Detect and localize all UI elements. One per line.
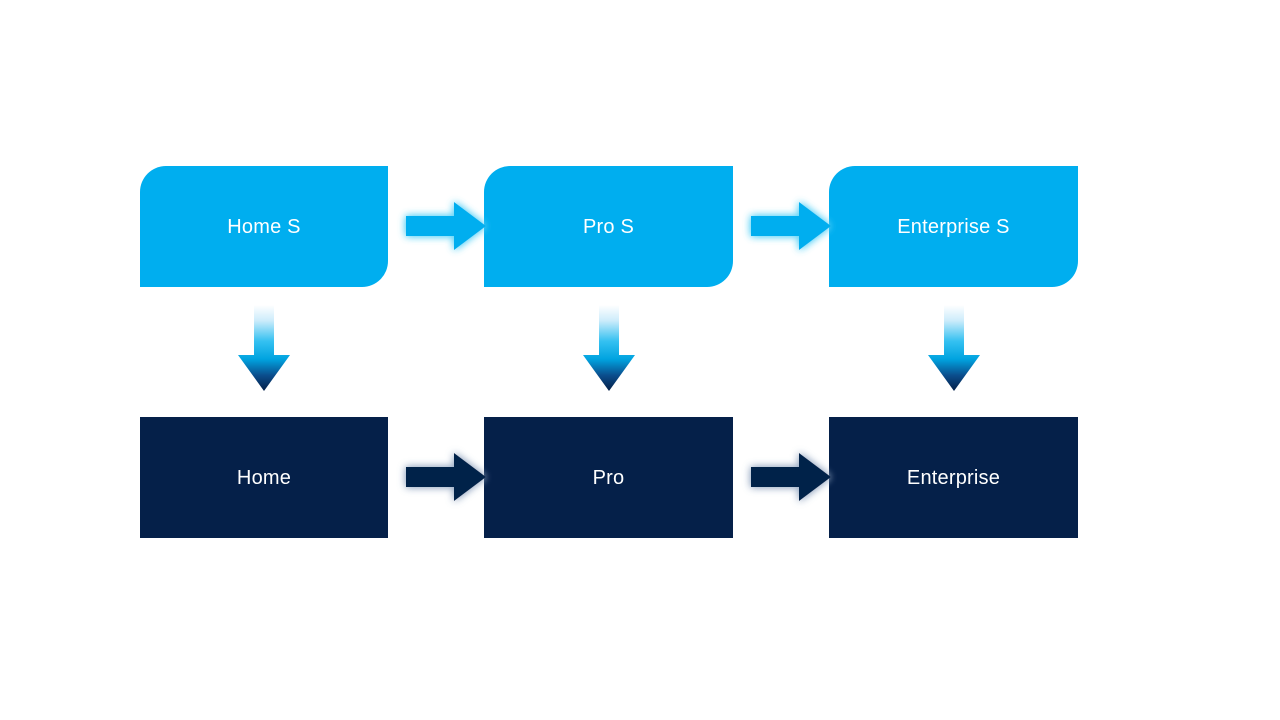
arrow-home-to-pro	[406, 449, 486, 505]
down-arrow-icon	[583, 305, 635, 391]
node-enterprise-s[interactable]: Enterprise S	[829, 166, 1078, 287]
arrow-pro-to-enterprise	[751, 449, 831, 505]
right-arrow-icon	[406, 453, 486, 501]
node-pro-s-label: Pro S	[582, 215, 635, 238]
right-arrow-icon	[751, 453, 831, 501]
arrow-home-s-to-pro-s	[406, 198, 486, 254]
node-home[interactable]: Home	[140, 417, 388, 538]
arrow-pro-s-to-pro	[579, 305, 639, 391]
down-arrow-icon	[928, 305, 980, 391]
node-enterprise-s-label: Enterprise S	[897, 215, 1010, 238]
node-pro-s[interactable]: Pro S	[484, 166, 733, 287]
node-home-s[interactable]: Home S	[140, 166, 388, 287]
node-pro-label: Pro	[592, 466, 625, 489]
arrow-pro-s-to-enterprise-s	[751, 198, 831, 254]
arrow-home-s-to-home	[234, 305, 294, 391]
node-home-label: Home	[236, 466, 292, 489]
down-arrow-icon	[238, 305, 290, 391]
node-enterprise[interactable]: Enterprise	[829, 417, 1078, 538]
right-arrow-icon	[751, 202, 831, 250]
node-enterprise-label: Enterprise	[906, 466, 1001, 489]
arrow-enterprise-s-to-enterprise	[924, 305, 984, 391]
right-arrow-icon	[406, 202, 486, 250]
node-home-s-label: Home S	[227, 215, 301, 238]
node-pro[interactable]: Pro	[484, 417, 733, 538]
